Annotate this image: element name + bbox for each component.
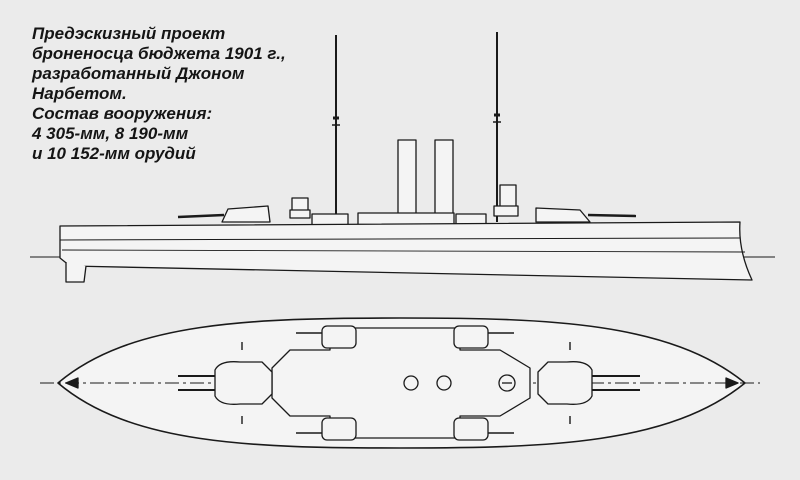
caption-line-3: разработанный Джоном <box>32 64 245 83</box>
secondary-turret-fore-starboard <box>296 417 357 441</box>
drawing-caption: Предэскизный проект броненосца бюджета 1… <box>32 24 286 164</box>
caption-line-6: 4 305-мм, 8 190-мм <box>32 124 189 143</box>
fore-mast <box>332 35 340 222</box>
ram-bow <box>65 262 87 283</box>
secondary-turret-aft-starboard <box>453 417 514 441</box>
boot-top-line <box>61 249 746 253</box>
fore-conning-tower <box>289 197 311 219</box>
caption-line-1: Предэскизный проект <box>32 24 226 43</box>
caption-line-4: Нарбетом. <box>32 84 127 103</box>
deck-line <box>59 237 741 241</box>
main-mast <box>493 32 501 222</box>
aft-main-turret <box>535 207 637 223</box>
aft-conning-tower <box>493 184 519 217</box>
caption-line-5: Состав вооружения: <box>32 104 213 123</box>
caption-line-7: и 10 152-мм орудий <box>32 144 196 163</box>
secondary-turret-aft-port <box>453 325 514 349</box>
superstructure-plan <box>271 327 531 439</box>
aft-funnel <box>434 139 454 215</box>
fore-funnel-plan <box>403 375 419 391</box>
aft-funnel-plan <box>436 375 452 391</box>
secondary-turret-fore-port <box>296 325 357 349</box>
aft-main-turret-plan <box>537 361 640 405</box>
side-elevation <box>30 32 775 283</box>
caption-line-2: броненосца бюджета 1901 г., <box>32 44 286 63</box>
fore-main-turret-plan <box>178 361 273 405</box>
deck-plan <box>40 317 760 449</box>
fore-main-turret <box>177 205 271 223</box>
fore-funnel <box>397 139 417 215</box>
